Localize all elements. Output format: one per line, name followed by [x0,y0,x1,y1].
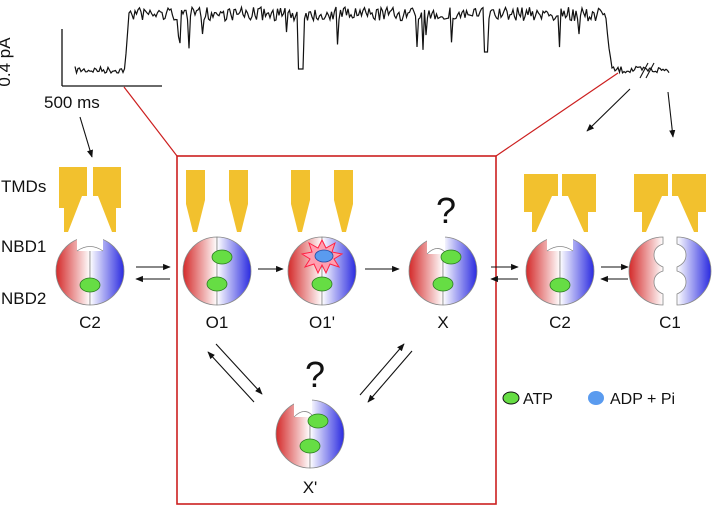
question-mark-x-prime: ? [305,354,325,395]
nbd-dimer [275,399,345,469]
state-c1: C1 [628,174,712,332]
legend-atp-label: ATP [523,391,553,408]
current-scale-label: 0.4 pA [0,37,14,87]
nbd-dimer [182,236,252,306]
state-o1: O1 [182,170,252,332]
label-nbd2: NBD2 [1,289,46,308]
atp-symbol [502,391,520,405]
expansion-lines [123,72,619,157]
state-label-c2-left: C2 [79,313,101,332]
tmd-closed [59,167,121,232]
state-label-o1-prime: O1' [309,313,335,332]
state-label-c2-right: C2 [549,313,571,332]
trace-arrows [79,88,676,158]
tmd-open [186,170,248,232]
label-tmds: TMDs [1,177,46,196]
state-o1-prime: O1' [287,170,357,332]
state-label-c1: C1 [659,313,681,332]
state-x: ? X [408,190,478,332]
tmd-closed [524,174,596,232]
time-scale-label: 500 ms [44,93,100,112]
nbd-dimer [287,236,357,306]
state-label-o1: O1 [206,313,229,332]
state-x-prime: ? X' [275,354,345,497]
question-mark-x: ? [436,190,456,231]
nbd-dimer [525,236,595,306]
current-trace [74,5,670,76]
legend: ATP ADP + Pi [502,389,675,408]
transition-arrows [135,263,629,403]
tmd-open [291,170,353,232]
adp-symbol [567,389,576,407]
nbd-separated [628,236,712,306]
state-c2-right: C2 [524,174,596,332]
nbd-dimer [408,236,478,306]
state-c2-left: C2 [55,167,125,332]
label-nbd1: NBD1 [1,237,46,256]
legend-adp-pi-label: ADP + Pi [610,391,675,408]
tmd-closed [634,174,706,232]
highlight-box [176,155,497,505]
state-label-x: X [437,313,448,332]
trace-break-marks [639,62,655,79]
nbd-dimer [55,236,125,306]
scale-bars: 0.4 pA 500 ms [0,29,162,112]
pi-symbol [588,391,604,405]
state-label-x-prime: X' [303,478,318,497]
